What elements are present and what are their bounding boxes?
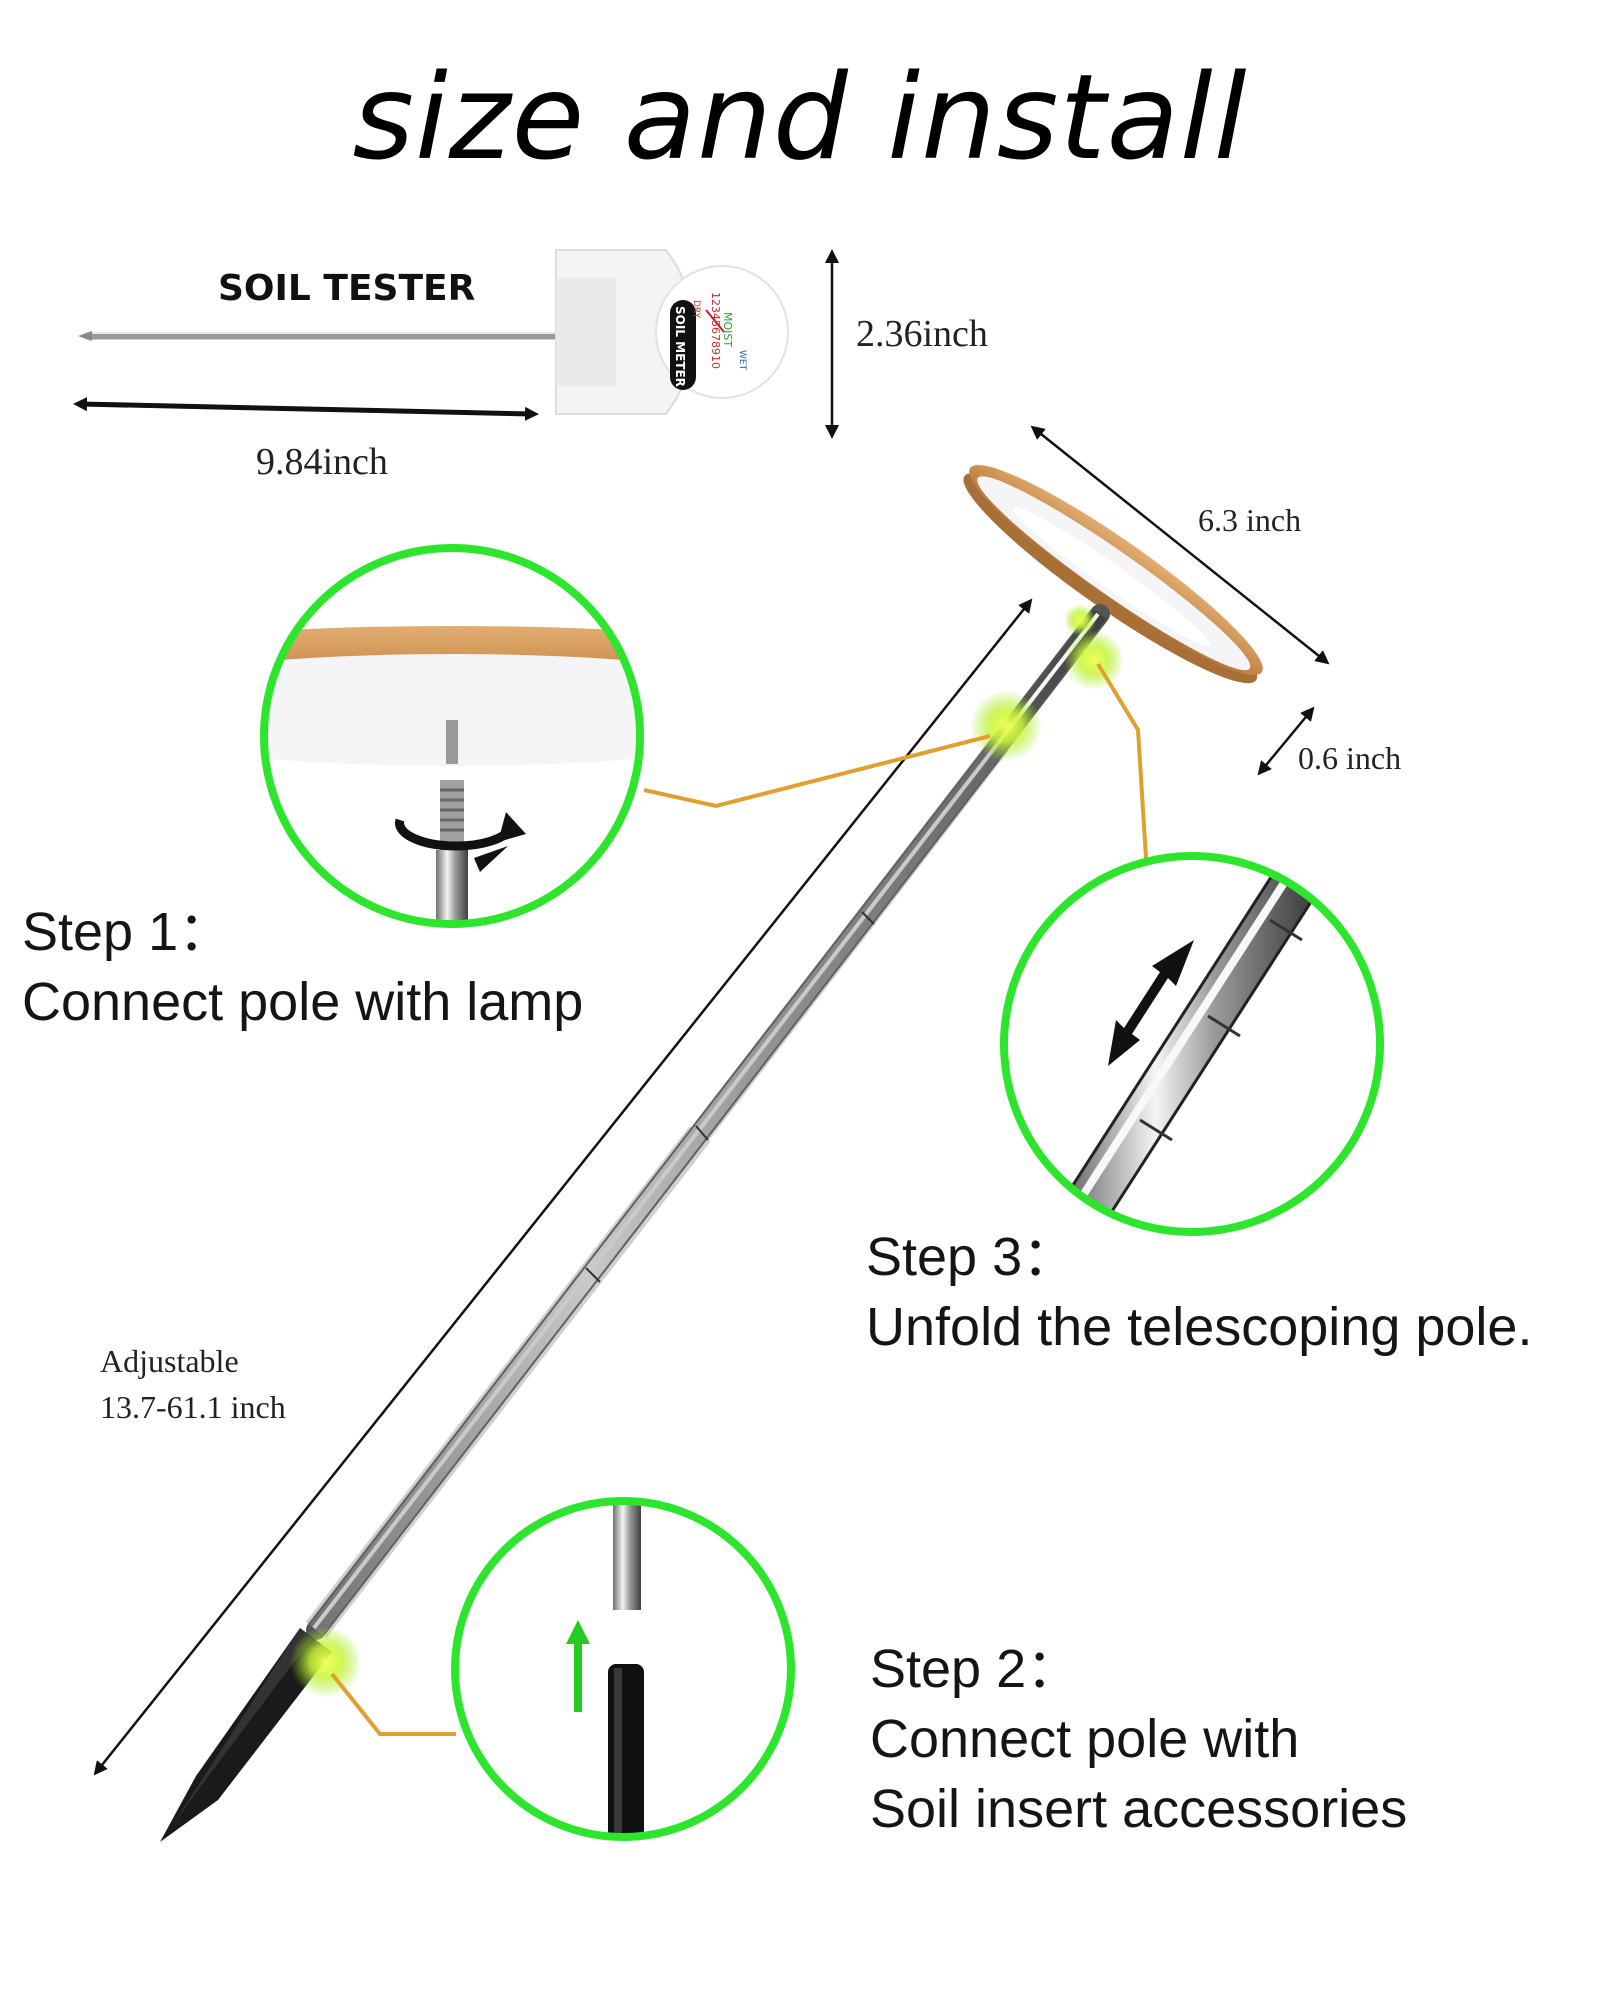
length-dimension-arrow-icon [73,397,539,421]
up-arrow-icon [566,1620,590,1712]
tester-meter-badge [670,300,696,390]
step2-text-line2: Soil insert accessories [870,1779,1408,1839]
step1-text: Connect pole with lamp [22,972,584,1032]
lamp-diameter-arrow-icon [1030,425,1330,665]
callout-step2 [451,1497,795,1841]
step2-text-line1: Connect pole with [870,1709,1300,1769]
soil-tester: SOIL METER 12345678910 DRY MOIST WET [78,248,789,415]
step2-caption: Step 2： Connect pole with Soil insert ac… [870,1634,1407,1844]
tester-dial-wet: WET [737,350,747,371]
leader-line-step1 [643,734,991,809]
tester-needle [705,309,725,333]
leader-line-step2 [330,1672,456,1736]
step3-caption: Step 3： Unfold the telescoping pole. [866,1222,1532,1362]
pole-length-label: Adjustable 13.7-61.1 inch [100,1338,286,1430]
step1-title: Step 1： [22,902,233,962]
glow-marker-step3 [1064,630,1124,690]
step3-title: Step 3： [866,1227,1077,1287]
leader-line-step3 [1096,662,1148,859]
glow-marker-step1 [970,690,1042,762]
step1-caption: Step 1： Connect pole with lamp [22,897,583,1037]
callout-step3 [1000,852,1384,1236]
pole-length-dimension-arrow-icon [93,598,1033,1776]
tester-dial-scale: 12345678910 [709,292,722,369]
callout-step1 [260,544,644,928]
lamp-thickness-arrow-icon [1257,706,1315,776]
pole-length-line1: Adjustable [100,1343,239,1379]
double-arrow-icon [1108,940,1194,1066]
glow-marker-step2 [290,1626,362,1698]
soil-insert-tip [160,1628,332,1842]
tester-dial-moist: MOIST [721,312,734,347]
pole-length-line2: 13.7-61.1 inch [100,1389,286,1425]
lamp-thickness-label: 0.6 inch [1298,740,1402,776]
lamp-diameter-label: 6.3 inch [1198,502,1302,538]
tester-meter-text: SOIL METER [673,306,687,387]
tester-probe-tip [78,331,92,341]
step3-text: Unfold the telescoping pole. [866,1297,1533,1357]
tester-height-label: 2.36inch [856,313,988,355]
soil-tester-label: SOIL TESTER [218,268,476,309]
page-title: size and install [352,48,1248,186]
tester-length-label: 9.84inch [256,441,388,483]
tester-dial-dry: DRY [691,300,701,319]
step2-title: Step 2： [870,1639,1081,1699]
telescoping-pole [305,604,1110,1640]
